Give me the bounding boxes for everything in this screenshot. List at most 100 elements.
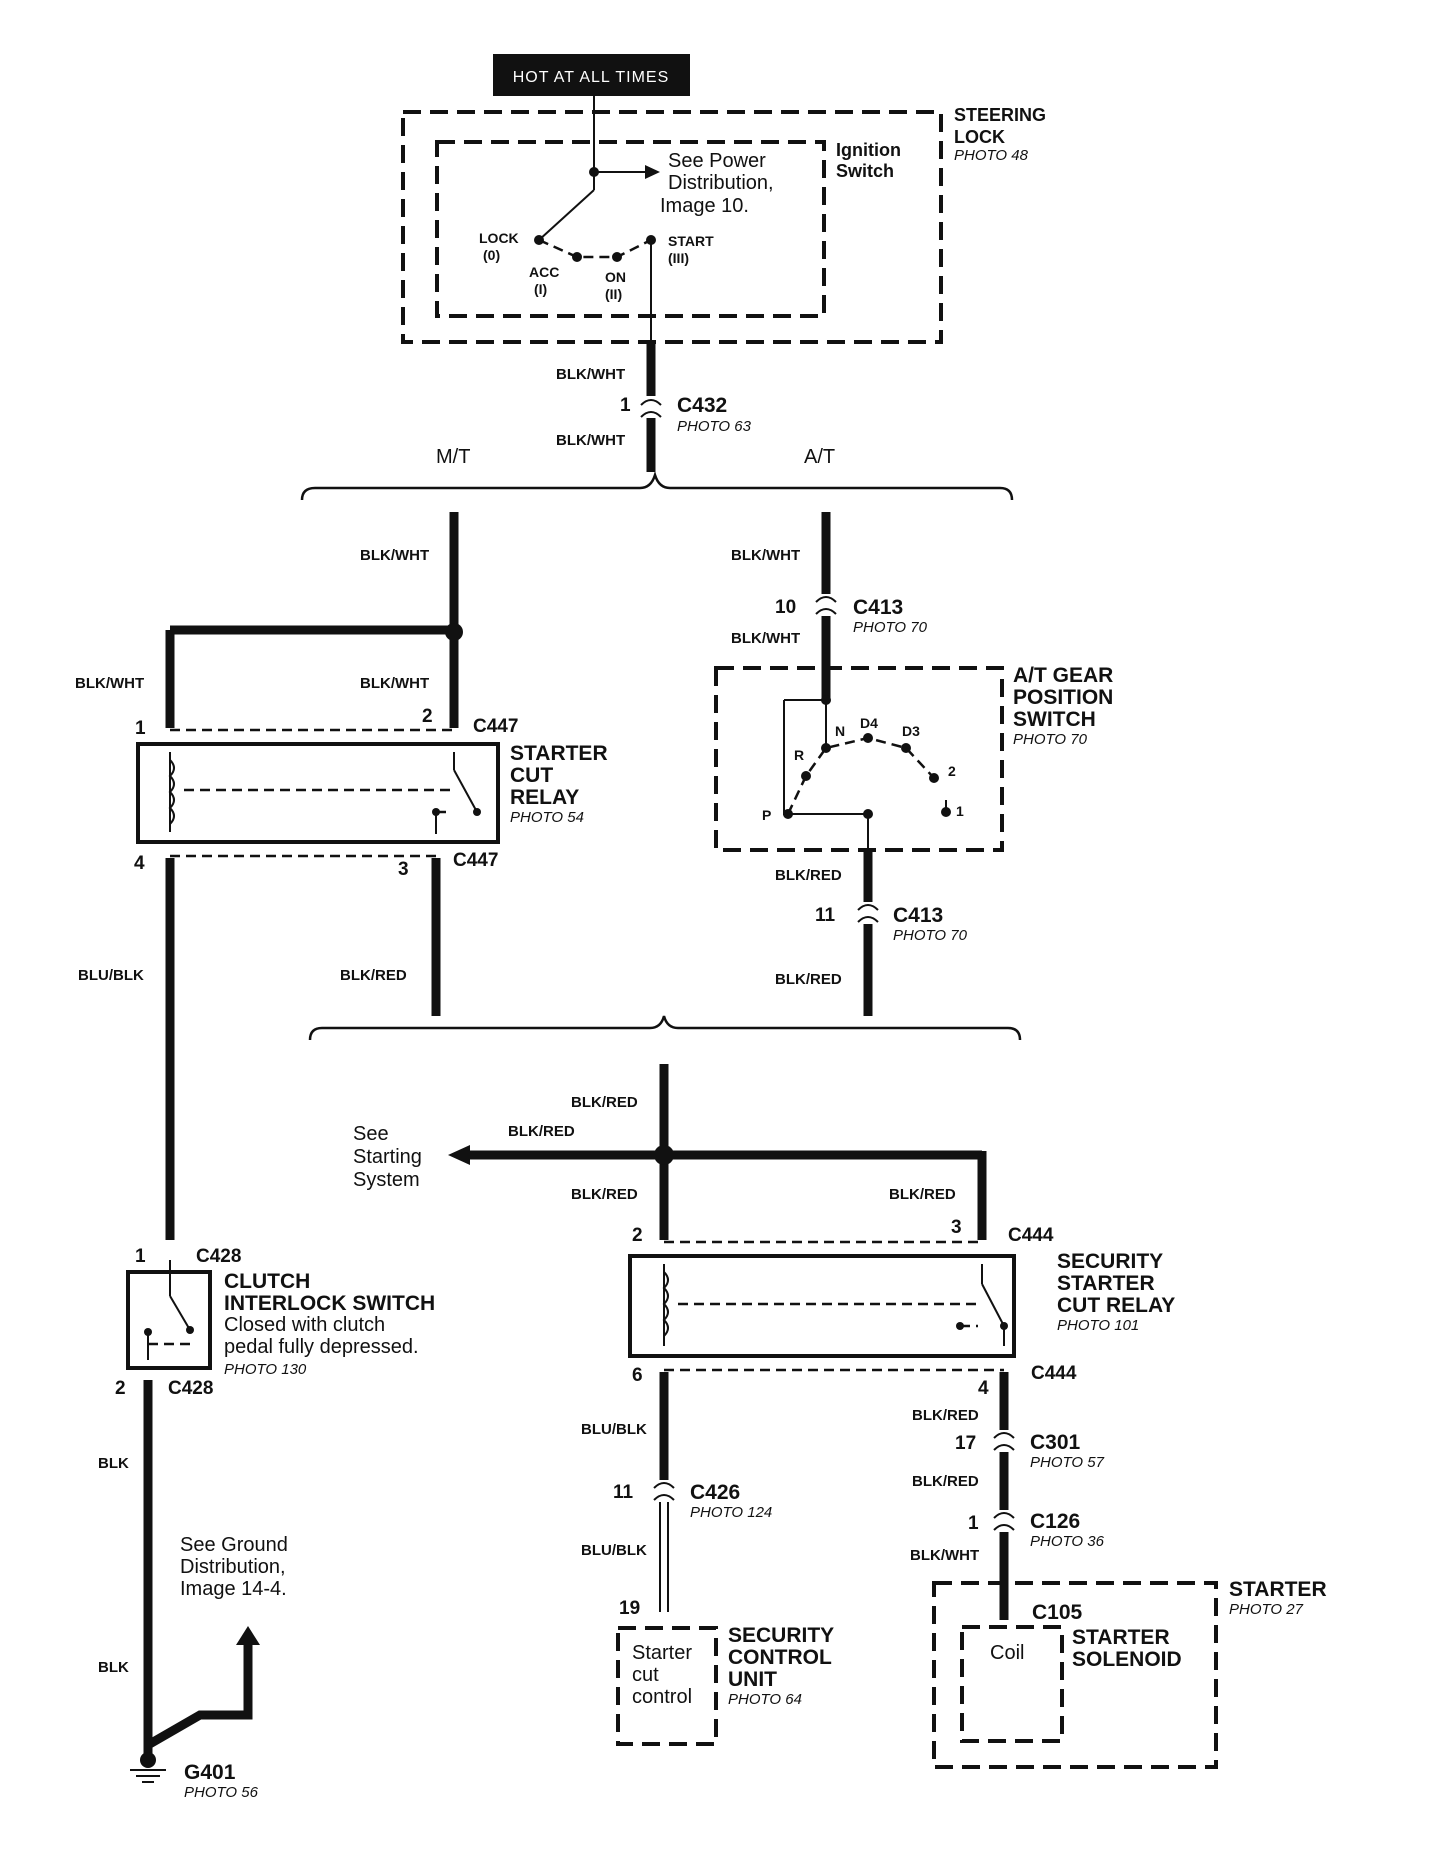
svg-text:C444: C444: [1031, 1363, 1077, 1384]
svg-text:BLK/RED: BLK/RED: [340, 967, 407, 984]
c413-bottom-segment: BLK/RED 11 C413 PHOTO 70 BLK/RED: [775, 850, 968, 1016]
svg-text:STARTER: STARTER: [510, 742, 608, 765]
svg-text:C444: C444: [1008, 1225, 1054, 1246]
svg-text:1: 1: [620, 395, 631, 416]
svg-text:BLK/RED: BLK/RED: [775, 971, 842, 988]
svg-text:INTERLOCK SWITCH: INTERLOCK SWITCH: [224, 1292, 435, 1315]
svg-text:G401: G401: [184, 1761, 236, 1784]
starter: STARTER PHOTO 27 C105 Coil STARTER SOLEN…: [932, 1578, 1327, 1769]
svg-text:BLK/RED: BLK/RED: [508, 1123, 575, 1140]
svg-text:pedal fully depressed.: pedal fully depressed.: [224, 1336, 419, 1358]
svg-text:PHOTO 57: PHOTO 57: [1030, 1454, 1105, 1471]
svg-text:A/T GEAR: A/T GEAR: [1013, 664, 1113, 687]
svg-text:START: START: [668, 233, 714, 249]
starter-cut-relay: 1 2 C447 STARTER CUT RELAY PHOTO 54 4 3 …: [134, 706, 608, 880]
svg-text:2: 2: [948, 763, 956, 779]
svg-text:System: System: [353, 1169, 420, 1191]
svg-text:BLK/RED: BLK/RED: [775, 867, 842, 884]
svg-text:Distribution,: Distribution,: [668, 172, 774, 194]
svg-text:BLK: BLK: [98, 1455, 129, 1472]
svg-text:1: 1: [956, 803, 964, 819]
c301-c126-segment: BLK/RED 17 C301 PHOTO 57 BLK/RED 1 C126 …: [910, 1372, 1105, 1620]
svg-text:N: N: [835, 723, 845, 739]
svg-text:PHOTO 54: PHOTO 54: [510, 809, 584, 826]
at-gear-position-switch: A/T GEAR POSITION SWITCH PHOTO 70 N D4 D…: [714, 664, 1113, 852]
svg-text:C447: C447: [453, 850, 498, 871]
svg-text:BLK/WHT: BLK/WHT: [556, 432, 625, 449]
middle-branch: [308, 1015, 1022, 1041]
svg-text:SOLENOID: SOLENOID: [1072, 1648, 1182, 1671]
svg-text:BLU/BLK: BLU/BLK: [78, 967, 144, 984]
ignition-switch: Ignition Switch See Power Distribution, …: [435, 140, 901, 342]
svg-text:C105: C105: [1032, 1601, 1083, 1624]
svg-text:Image 10.: Image 10.: [660, 195, 749, 217]
svg-text:BLK/WHT: BLK/WHT: [731, 547, 800, 564]
svg-text:STARTER: STARTER: [1057, 1272, 1155, 1295]
svg-text:PHOTO 56: PHOTO 56: [184, 1784, 259, 1801]
svg-text:SECURITY: SECURITY: [728, 1624, 834, 1647]
svg-text:A/T: A/T: [804, 446, 835, 468]
svg-text:D3: D3: [902, 723, 920, 739]
svg-text:D4: D4: [860, 715, 878, 731]
svg-text:PHOTO 27: PHOTO 27: [1229, 1601, 1304, 1618]
svg-text:POSITION: POSITION: [1013, 686, 1113, 709]
svg-text:PHOTO 48: PHOTO 48: [954, 147, 1029, 164]
svg-text:C413: C413: [893, 904, 943, 927]
security-control-unit: Starter cut control SECURITY CONTROL UNI…: [616, 1624, 834, 1746]
svg-text:PHOTO 70: PHOTO 70: [853, 619, 928, 636]
svg-text:Distribution,: Distribution,: [180, 1556, 286, 1578]
svg-text:HOT AT ALL TIMES: HOT AT ALL TIMES: [513, 69, 670, 86]
svg-text:BLK/RED: BLK/RED: [912, 1407, 979, 1424]
svg-text:BLK/WHT: BLK/WHT: [731, 630, 800, 647]
svg-text:Ignition: Ignition: [836, 140, 901, 160]
mt-at-branch: M/T A/T: [300, 446, 1014, 501]
svg-text:C428: C428: [168, 1378, 213, 1399]
svg-text:Starter: Starter: [632, 1642, 692, 1664]
svg-text:19: 19: [619, 1598, 640, 1619]
svg-text:C126: C126: [1030, 1510, 1080, 1533]
security-starter-cut-relay: 2 3 C444 SECURITY STARTER CUT RELAY PHOT…: [628, 1217, 1175, 1399]
svg-text:2: 2: [422, 706, 433, 727]
svg-text:11: 11: [815, 905, 836, 926]
svg-text:4: 4: [134, 853, 145, 874]
svg-text:2: 2: [632, 1225, 643, 1246]
svg-text:(I): (I): [534, 281, 547, 297]
svg-text:BLK/WHT: BLK/WHT: [910, 1547, 979, 1564]
svg-text:LOCK: LOCK: [479, 230, 519, 246]
svg-text:R: R: [794, 747, 804, 763]
svg-text:See Ground: See Ground: [180, 1534, 288, 1556]
svg-text:BLK/RED: BLK/RED: [571, 1094, 638, 1111]
svg-text:PHOTO 130: PHOTO 130: [224, 1361, 307, 1378]
svg-text:C432: C432: [677, 394, 727, 417]
svg-text:See Power: See Power: [668, 150, 766, 172]
starting-junction: BLK/RED BLK/RED See Starting System BLK/…: [353, 1064, 987, 1240]
svg-text:BLK/WHT: BLK/WHT: [556, 366, 625, 383]
svg-text:PHOTO 63: PHOTO 63: [677, 418, 752, 435]
svg-text:(III): (III): [668, 250, 689, 266]
svg-text:BLK/WHT: BLK/WHT: [360, 547, 429, 564]
c432-segment: BLK/WHT 1 C432 PHOTO 63 BLK/WHT: [556, 342, 752, 472]
svg-text:C413: C413: [853, 596, 903, 619]
svg-text:BLK: BLK: [98, 1659, 129, 1676]
svg-text:BLU/BLK: BLU/BLK: [581, 1542, 647, 1559]
svg-text:4: 4: [978, 1378, 989, 1399]
clutch-interlock-switch: 1 C428 CLUTCH INTERLOCK SWITCH Closed wi…: [115, 1246, 435, 1399]
svg-text:C426: C426: [690, 1481, 740, 1504]
svg-text:SWITCH: SWITCH: [1013, 708, 1096, 731]
svg-text:BLK/RED: BLK/RED: [912, 1473, 979, 1490]
svg-text:PHOTO 124: PHOTO 124: [690, 1504, 772, 1521]
svg-text:3: 3: [951, 1217, 962, 1238]
svg-text:CUT RELAY: CUT RELAY: [1057, 1294, 1175, 1317]
svg-text:UNIT: UNIT: [728, 1668, 777, 1691]
svg-text:PHOTO 64: PHOTO 64: [728, 1691, 802, 1708]
svg-text:SECURITY: SECURITY: [1057, 1250, 1163, 1273]
svg-text:RELAY: RELAY: [510, 786, 579, 809]
svg-text:17: 17: [955, 1433, 976, 1454]
svg-text:STEERING: STEERING: [954, 105, 1046, 125]
mt-branch: BLK/WHT BLK/WHT BLK/WHT: [75, 512, 463, 728]
svg-text:C301: C301: [1030, 1431, 1081, 1454]
svg-text:10: 10: [775, 597, 796, 618]
svg-text:Starting: Starting: [353, 1146, 422, 1168]
svg-text:ACC: ACC: [529, 264, 559, 280]
